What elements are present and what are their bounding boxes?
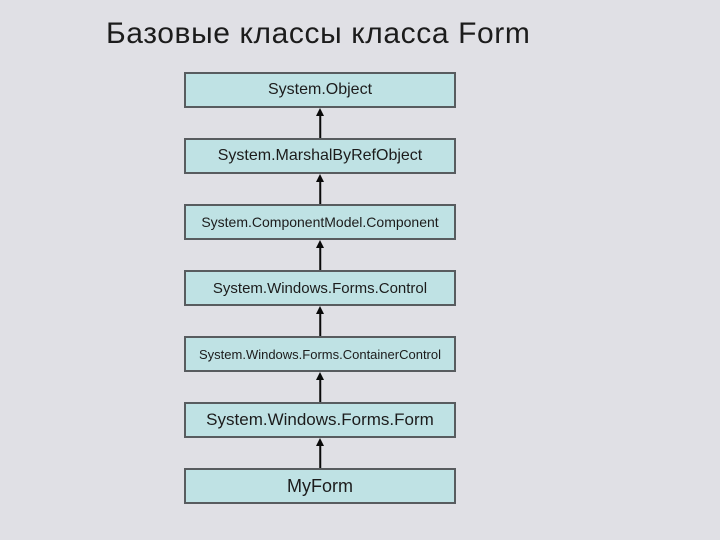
class-name-label: MyForm xyxy=(287,475,353,496)
inheritance-arrow xyxy=(314,108,326,138)
class-box-6: System.Windows.Forms.Form xyxy=(184,402,456,438)
class-box-7: MyForm xyxy=(184,468,456,504)
class-box-4: System.Windows.Forms.Control xyxy=(184,270,456,306)
inheritance-arrow xyxy=(314,306,326,336)
class-name-label: System.Windows.Forms.Form xyxy=(206,410,434,429)
arrow-line xyxy=(319,311,321,336)
inheritance-arrow xyxy=(314,240,326,270)
class-box-1: System.Object xyxy=(184,72,456,108)
class-name-label: System.ComponentModel.Component xyxy=(201,214,439,230)
class-name-label: System.Windows.Forms.Control xyxy=(212,279,428,297)
class-box-5: System.Windows.Forms.ContainerControl xyxy=(184,336,456,372)
arrow-up-icon xyxy=(316,438,324,446)
arrow-line xyxy=(319,443,321,468)
arrow-up-icon xyxy=(316,174,324,182)
inheritance-arrow xyxy=(314,438,326,468)
class-box-2: System.MarshalByRefObject xyxy=(184,138,456,174)
arrow-up-icon xyxy=(316,372,324,380)
arrow-line xyxy=(319,245,321,270)
inheritance-arrow xyxy=(314,174,326,204)
class-name-label: System.MarshalByRefObject xyxy=(217,147,423,164)
arrow-up-icon xyxy=(316,108,324,116)
slide-title: Базовые классы класса Form xyxy=(106,17,531,50)
arrow-up-icon xyxy=(316,240,324,248)
class-box-3: System.ComponentModel.Component xyxy=(184,204,456,240)
inheritance-arrow xyxy=(314,372,326,402)
class-name-label: System.Object xyxy=(267,81,373,98)
arrow-line xyxy=(319,113,321,138)
arrow-line xyxy=(319,179,321,204)
class-name-label: System.Windows.Forms.ContainerControl xyxy=(198,346,442,362)
arrow-line xyxy=(319,377,321,402)
arrow-up-icon xyxy=(316,306,324,314)
